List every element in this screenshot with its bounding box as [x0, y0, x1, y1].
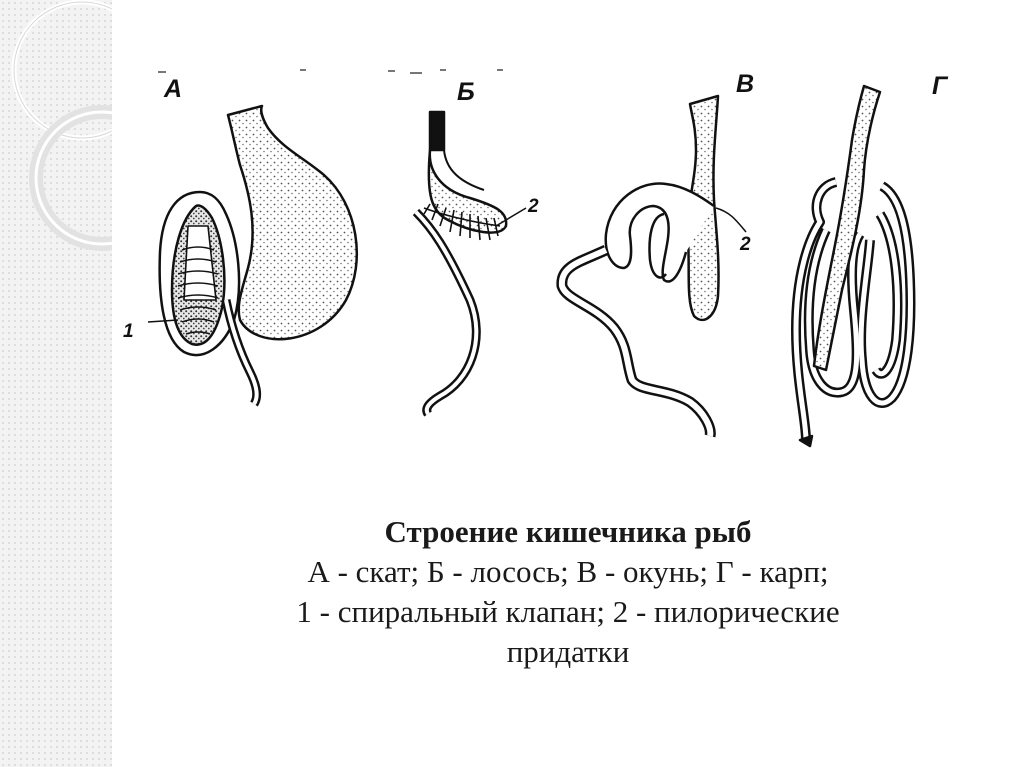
- scan-artifacts: [158, 69, 503, 74]
- caption-line-parts: 1 - спиральный клапан; 2 - пилорические: [296, 594, 840, 629]
- fish-intestine-figure: А Б В Г 1 2 2: [123, 69, 949, 448]
- label-b: Б: [457, 78, 475, 106]
- label-v: В: [736, 70, 754, 98]
- callout-pyloric-v: 2: [739, 234, 751, 255]
- slide-sidebar-decoration: [0, 0, 113, 767]
- slide: А Б В Г 1 2 2 Строение кишечника рыб А -…: [112, 0, 1024, 767]
- figure-caption: Строение кишечника рыб А - скат; Б - лос…: [112, 512, 1024, 672]
- caption-title: Строение кишечника рыб: [384, 514, 752, 549]
- intestine-v-perch: [556, 94, 747, 438]
- label-g: Г: [932, 72, 949, 100]
- caption-line-continued: придатки: [506, 634, 630, 669]
- intestine-a-stingray: [147, 104, 359, 407]
- intestine-g-carp: [791, 84, 916, 448]
- decorative-circles-icon: [11, 0, 112, 251]
- intestine-b-salmon: [412, 110, 527, 417]
- caption-line-species: А - скат; Б - лосось; В - окунь; Г - кар…: [307, 554, 829, 589]
- callout-spiral-valve: 1: [123, 321, 134, 342]
- callout-pyloric-b: 2: [527, 196, 539, 217]
- label-a: А: [163, 75, 182, 103]
